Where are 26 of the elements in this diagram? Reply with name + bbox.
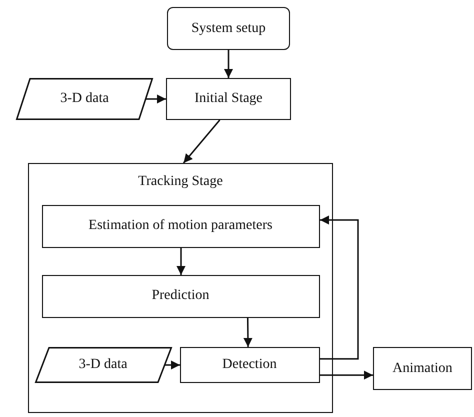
node-label: Detection xyxy=(222,356,277,372)
arrow xyxy=(320,216,359,360)
process-box xyxy=(42,274,320,318)
stage-container xyxy=(28,163,333,413)
arrow xyxy=(176,248,186,275)
node-label: System setup xyxy=(191,20,266,36)
arrow xyxy=(165,360,180,370)
node-label: Prediction xyxy=(152,288,210,304)
start-box xyxy=(167,7,290,50)
group-title: Tracking Stage xyxy=(138,174,223,190)
arrow xyxy=(182,120,220,164)
node-label: Initial Stage xyxy=(194,91,263,107)
process-box xyxy=(42,204,320,248)
process-box xyxy=(166,78,291,120)
arrow xyxy=(224,50,233,78)
output-box xyxy=(373,347,472,390)
arrow xyxy=(320,370,373,380)
data-input-parallelogram xyxy=(34,346,172,382)
node-label: Animation xyxy=(392,360,452,376)
data-input-parallelogram xyxy=(16,78,153,120)
node-label: 3-D data xyxy=(78,356,128,372)
arrow xyxy=(243,318,252,347)
arrow xyxy=(146,94,166,104)
process-box xyxy=(180,346,320,382)
node-label: 3-D data xyxy=(60,91,109,107)
node-label: Estimation of motion parameters xyxy=(88,218,272,234)
